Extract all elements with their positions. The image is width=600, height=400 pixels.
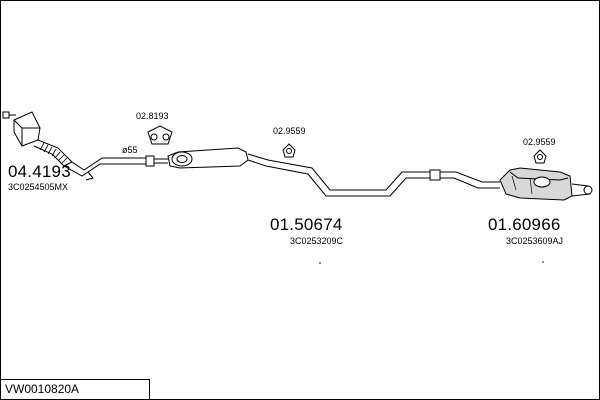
oem-number-middle-silencer: 3C0253209C [290,236,344,246]
fitting-number-rear: 02.9559 [523,137,556,147]
mounting-rubber-rear-drawing [533,149,547,164]
mounting-rubber-center-drawing [282,143,296,158]
front-pipe-leader [85,171,94,181]
fitting-number-center: 02.9559 [273,126,306,136]
part-number-middle-silencer: 01.50674 [270,215,343,234]
part-number-front-pipe: 04.4193 [8,162,71,181]
oem-number-rear-silencer: 3C0253609AJ [506,236,564,246]
middle-dot [319,262,321,264]
reference-box: VW0010820A [0,379,150,399]
front-pipe-drawing [2,111,168,177]
part-number-rear-silencer: 01.60966 [488,215,561,234]
middle-silencer-drawing [167,147,500,197]
rear-dot [542,261,544,263]
oem-number-front-pipe: 3C0254505MX [8,182,69,192]
pipe-diameter: ø55 [122,145,138,155]
fitting-number-mid: 02.8193 [136,111,169,121]
rear-silencer-drawing [499,167,593,201]
mounting-rubber-mid-drawing [147,125,173,145]
reference-code: VW0010820A [5,382,80,396]
